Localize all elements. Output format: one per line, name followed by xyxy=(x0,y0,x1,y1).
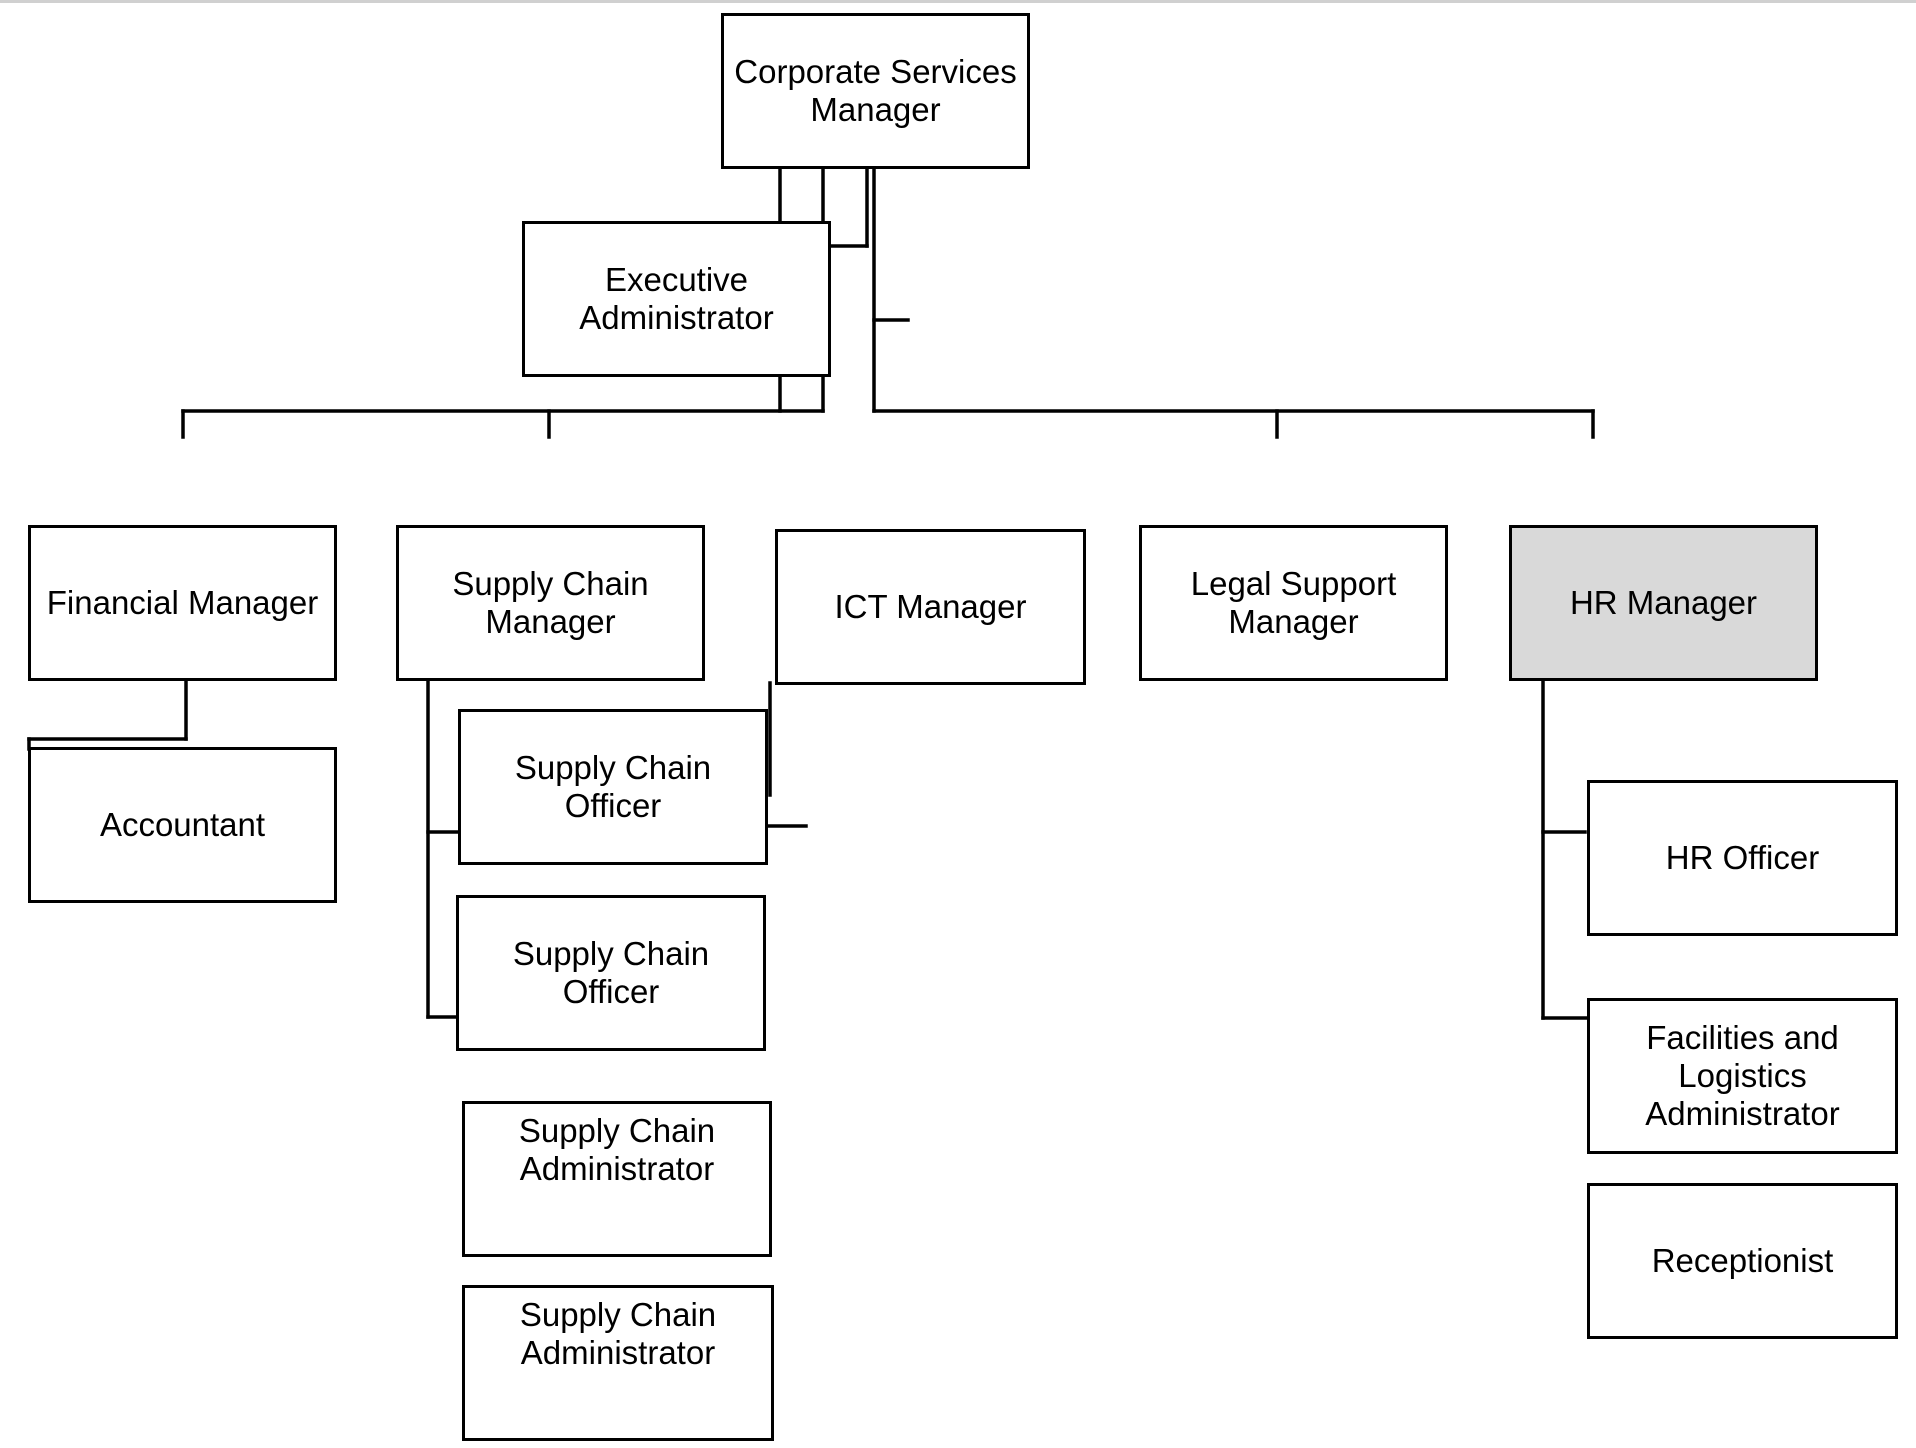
supply-chain-officer-label: Supply Chain Officer xyxy=(512,935,710,1010)
top-rule xyxy=(0,0,1916,3)
hr-manager-box: HR Manager xyxy=(1509,525,1818,681)
supply-chain-manager-label: Supply Chain Manager xyxy=(452,565,649,640)
supply-chain-administrator-box: Supply Chain Administrator xyxy=(462,1285,774,1441)
supply-chain-officer-label: Supply Chain Officer xyxy=(514,749,712,824)
accountant-box: Accountant xyxy=(28,747,337,903)
ict-manager-box: ICT Manager xyxy=(775,529,1086,685)
hr-officer-label: HR Officer xyxy=(1665,839,1820,876)
supply-chain-administrator-label: Supply Chain Administrator xyxy=(518,1112,716,1187)
receptionist-box: Receptionist xyxy=(1587,1183,1898,1339)
supply-chain-administrator-box: Supply Chain Administrator xyxy=(462,1101,772,1257)
accountant-label: Accountant xyxy=(99,806,266,843)
ict-manager-label: ICT Manager xyxy=(834,588,1027,625)
financial-manager-label: Financial Manager xyxy=(46,584,319,621)
supply-chain-administrator-label: Supply Chain Administrator xyxy=(519,1296,717,1371)
financial-manager-box: Financial Manager xyxy=(28,525,337,681)
hr-manager-label: HR Manager xyxy=(1569,584,1758,621)
corporate-services-manager-label: Corporate Services Manager xyxy=(734,53,1017,128)
supply-chain-officer-box: Supply Chain Officer xyxy=(456,895,766,1051)
executive-administrator-label: Executive Administrator xyxy=(579,261,774,336)
legal-support-manager-label: Legal Support Manager xyxy=(1190,565,1397,640)
supply-chain-officer-box: Supply Chain Officer xyxy=(458,709,768,865)
receptionist-label: Receptionist xyxy=(1651,1242,1834,1279)
supply-chain-manager-box: Supply Chain Manager xyxy=(396,525,705,681)
facilities-logistics-administrator-box: Facilities and Logistics Administrator xyxy=(1587,998,1898,1154)
facilities-logistics-administrator-label: Facilities and Logistics Administrator xyxy=(1645,1019,1840,1132)
hr-officer-box: HR Officer xyxy=(1587,780,1898,936)
legal-support-manager-box: Legal Support Manager xyxy=(1139,525,1448,681)
corporate-services-manager-box: Corporate Services Manager xyxy=(721,13,1030,169)
executive-administrator-box: Executive Administrator xyxy=(522,221,831,377)
